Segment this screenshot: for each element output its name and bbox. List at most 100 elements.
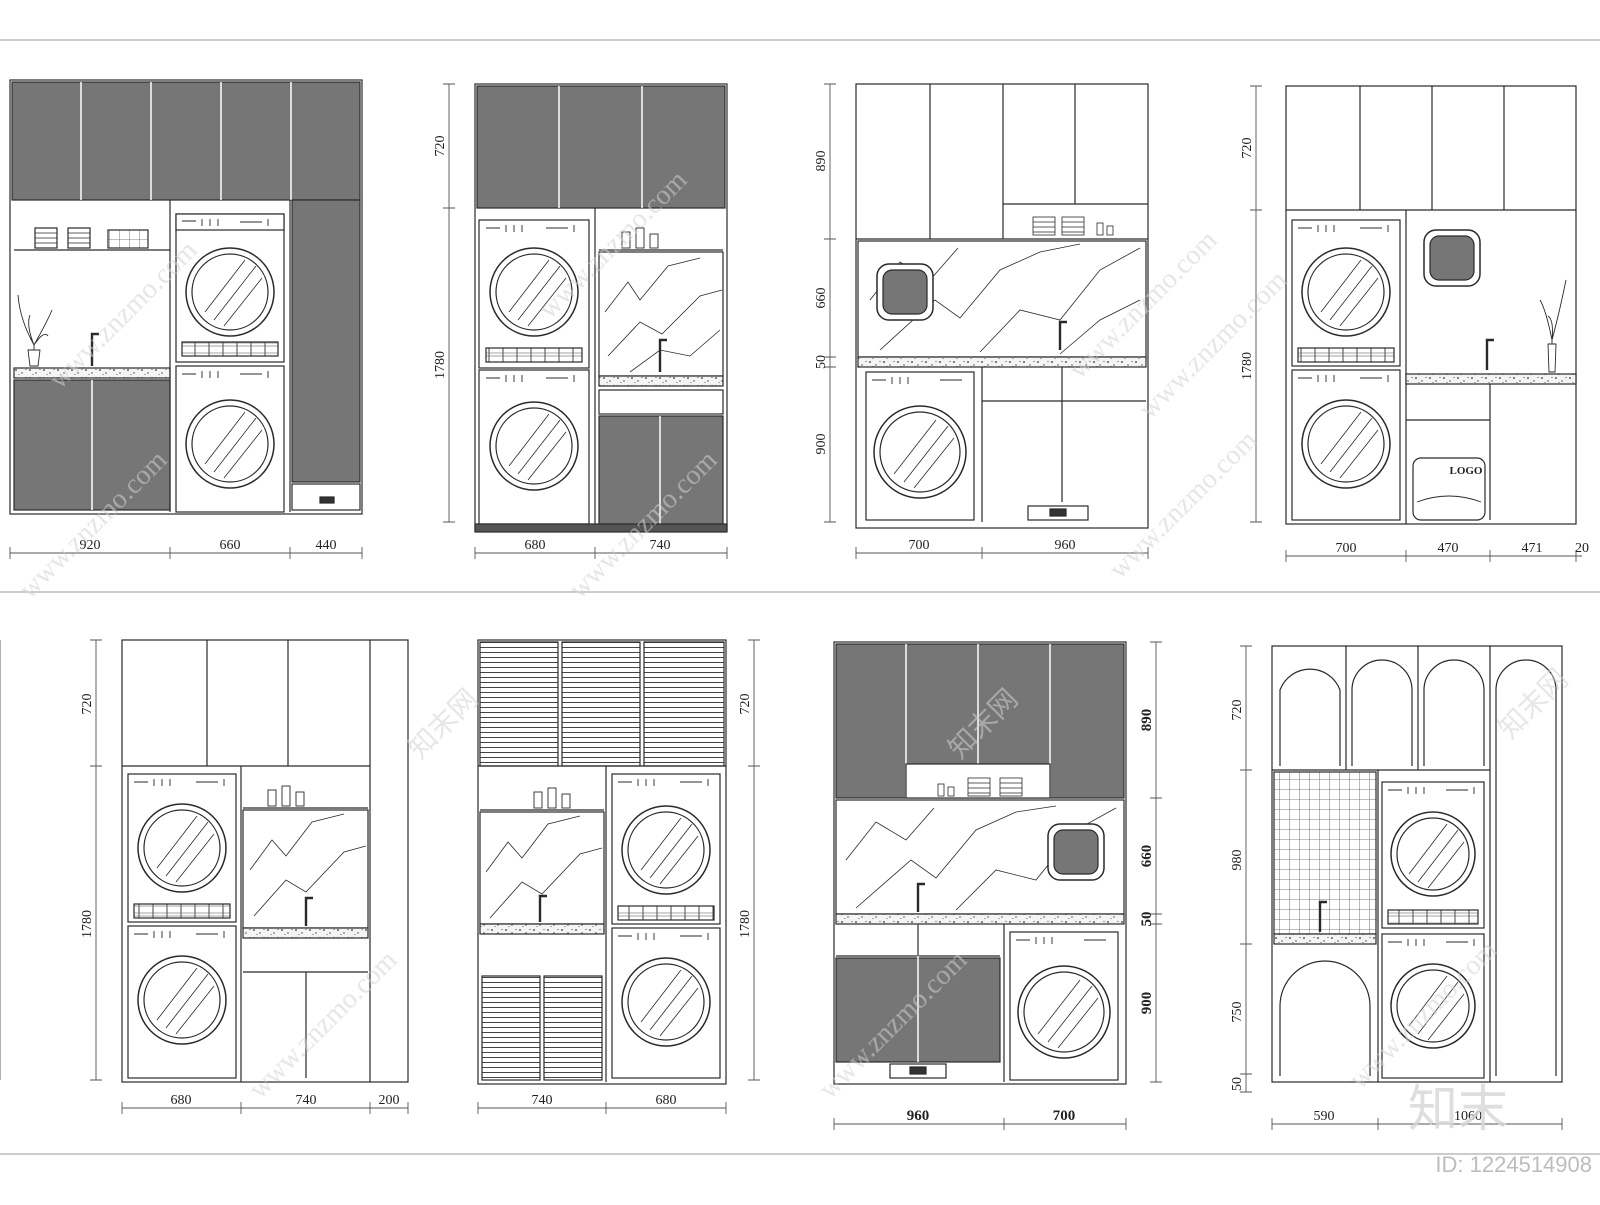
- bottom-dimension-line: [121, 1102, 409, 1114]
- faucet: [658, 338, 667, 372]
- bottom-dimension-line: [833, 1118, 1127, 1130]
- marble-backsplash: [857, 240, 1147, 358]
- side-dimension-line: [1240, 645, 1252, 1093]
- dim-label: 50: [814, 355, 829, 369]
- dim-label: 471: [1522, 541, 1543, 556]
- faucet: [538, 894, 547, 922]
- elevation-2: 680 740 720 1780: [433, 83, 728, 559]
- lower-cabinet-doors: [598, 415, 724, 527]
- bottom-dimension-line: [1271, 1118, 1563, 1130]
- watermark-cn: 知末网: [402, 683, 484, 765]
- marble-backsplash: [479, 811, 605, 925]
- louver-lower-door: [481, 975, 541, 1081]
- dim-label: 700: [909, 538, 930, 553]
- elevation-8: 590 1060 720 980 750 50: [1230, 645, 1563, 1130]
- dim-label: 680: [656, 1093, 677, 1108]
- tile-backsplash: [1273, 771, 1377, 935]
- dim-label: 700: [1336, 541, 1357, 556]
- dim-label: 720: [433, 136, 448, 157]
- watermark-logo: 知末: [1408, 1081, 1508, 1137]
- dim-label: 980: [1230, 850, 1245, 871]
- faucet: [916, 882, 925, 912]
- dim-label: 720: [1230, 700, 1245, 721]
- louver-upper-doors: [479, 641, 725, 767]
- dim-label: 50: [1230, 1077, 1245, 1091]
- dim-label: 960: [1055, 538, 1076, 553]
- dim-label: 740: [532, 1093, 553, 1108]
- dim-label: 1780: [433, 351, 448, 379]
- dim-label: 1780: [1240, 352, 1255, 380]
- vent-grille: [133, 903, 231, 919]
- side-dimension-line: [443, 83, 455, 523]
- countertop: [598, 375, 724, 387]
- bottom-dimension-line: [855, 547, 1149, 559]
- dim-label: 680: [525, 538, 546, 553]
- dim-label: 750: [1230, 1002, 1245, 1023]
- upper-cabinet-doors: [476, 85, 726, 209]
- dim-label: 200: [379, 1093, 400, 1108]
- logo-label: LOGO: [1449, 465, 1482, 477]
- elevation-6: 740 680 720 1780: [477, 639, 760, 1114]
- dim-label: 740: [296, 1093, 317, 1108]
- side-dimension-line: [1250, 85, 1262, 523]
- upper-cabinet-doors: [11, 81, 361, 201]
- dim-label: 740: [650, 538, 671, 553]
- side-dimension-line: [0, 639, 102, 1081]
- countertop: [1405, 373, 1577, 385]
- elevation-5: 680 740 200 720 1780: [0, 639, 409, 1114]
- dryer-door-glass: [191, 253, 269, 331]
- folded-towels: [1032, 216, 1114, 236]
- bottom-dimension-line: [477, 1102, 727, 1114]
- dim-label: 960: [907, 1108, 930, 1124]
- watermark-id: ID: 1224514908: [1435, 1152, 1592, 1177]
- elevation-7: 960 700 890 660 50 900: [833, 641, 1162, 1130]
- potted-plant: [17, 294, 53, 367]
- faucet: [304, 896, 313, 926]
- vent-grille: [181, 341, 279, 357]
- vent-grille: [1297, 347, 1395, 363]
- arched-lower-door: [1279, 960, 1371, 1076]
- dim-label: 590: [1314, 1109, 1335, 1124]
- dim-label: 660: [220, 538, 241, 553]
- detergent-bottles: [267, 785, 305, 807]
- dim-label: 660: [1139, 845, 1155, 868]
- laundry-basket: [1412, 457, 1486, 521]
- countertop: [479, 923, 605, 935]
- bottom-dimension-line: [1285, 550, 1582, 562]
- detergent-bottles: [621, 227, 659, 249]
- elevation-3: 700 960 890 660 50 900: [814, 83, 1149, 559]
- countertop: [857, 356, 1147, 368]
- dim-label: 720: [1240, 138, 1255, 159]
- dim-label: 680: [171, 1093, 192, 1108]
- faucet: [1485, 338, 1494, 370]
- vent-grille: [617, 905, 715, 921]
- dim-label: 1060: [1454, 1109, 1482, 1124]
- bottom-dimension-line: [9, 547, 363, 559]
- washer-door-glass: [191, 405, 269, 483]
- folded-towels: [937, 777, 1023, 797]
- vent-grille: [1387, 909, 1479, 925]
- dim-label: 890: [1139, 709, 1155, 732]
- dim-label: 890: [814, 151, 829, 172]
- dim-label: 50: [1139, 912, 1155, 927]
- dim-label: 900: [814, 434, 829, 455]
- faucet: [1058, 320, 1067, 350]
- dim-label: 440: [316, 538, 337, 553]
- faucet: [90, 332, 99, 366]
- side-dimension-line: [748, 639, 760, 1081]
- louver-lower-door: [543, 975, 603, 1081]
- storage-basket: [107, 229, 149, 249]
- vent-grille: [485, 347, 583, 363]
- side-dimension-line: [1150, 641, 1162, 1083]
- arched-upper-doors: [1279, 659, 1557, 1076]
- dim-label: 1780: [80, 910, 95, 938]
- dim-label: 470: [1438, 541, 1459, 556]
- bottom-dimension-line: [474, 547, 728, 559]
- dim-label: 720: [80, 694, 95, 715]
- elevation-1: 920 660 440: [9, 79, 363, 559]
- dim-label: 660: [814, 288, 829, 309]
- vase-branch: [1539, 279, 1567, 373]
- faucet: [1318, 900, 1327, 932]
- dim-label: 20: [1575, 541, 1589, 556]
